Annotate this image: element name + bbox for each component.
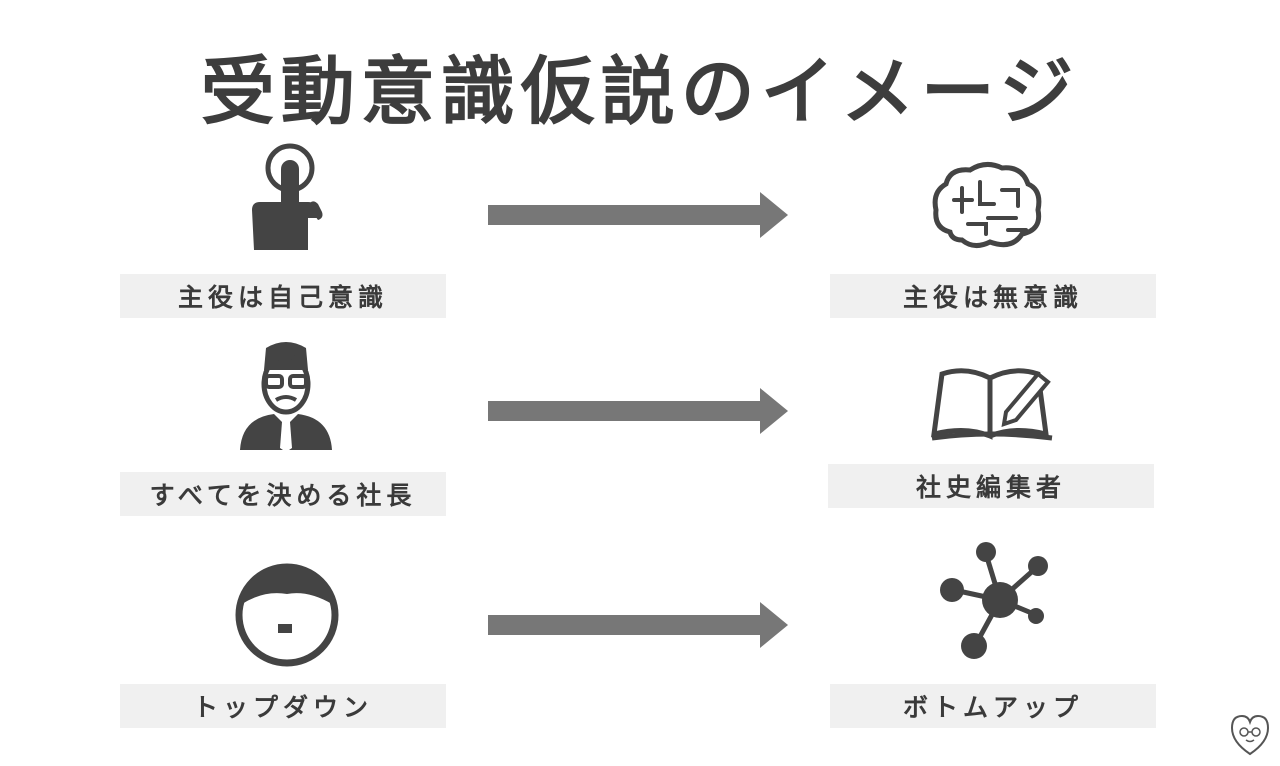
brain-icon xyxy=(932,162,1042,248)
right-label-3: ボトムアップ xyxy=(830,684,1156,728)
book-pen-icon xyxy=(931,368,1053,441)
arrow-right-1 xyxy=(488,192,788,238)
finger-touch-icon xyxy=(252,143,323,250)
heart-face-logo xyxy=(1230,714,1270,756)
right-label-1: 主役は無意識 xyxy=(830,274,1156,318)
person-face-icon xyxy=(235,563,339,667)
left-label-1: 主役は自己意識 xyxy=(120,274,446,318)
left-label-2: すべてを決める社長 xyxy=(120,472,446,516)
page-title: 受動意識仮説のイメージ xyxy=(200,49,1080,135)
businessman-icon xyxy=(240,342,332,452)
arrow-right-2 xyxy=(488,388,788,434)
right-label-2: 社史編集者 xyxy=(828,464,1154,508)
left-label-3: トップダウン xyxy=(120,684,446,728)
arrow-right-3 xyxy=(488,602,788,648)
network-nodes-icon xyxy=(940,542,1048,659)
